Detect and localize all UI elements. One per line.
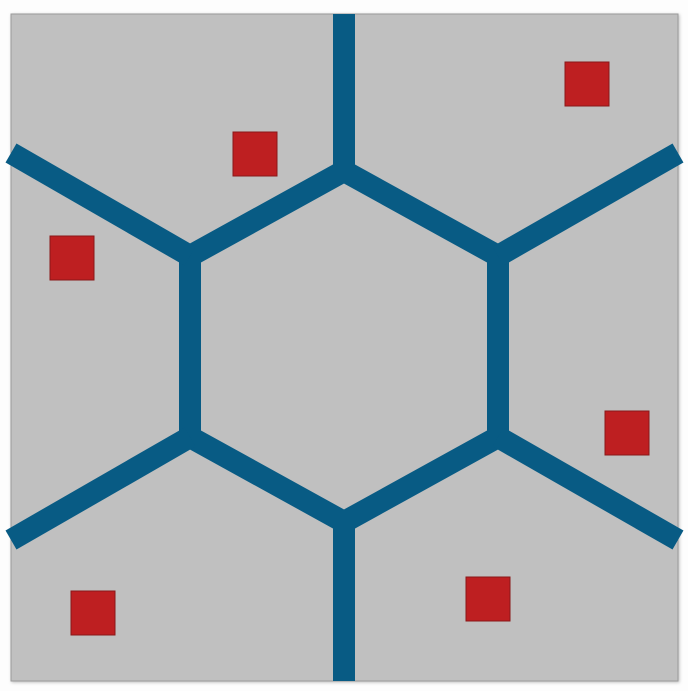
wall-upper-left (5, 143, 196, 266)
marker-top-left (232, 131, 278, 177)
wall-lower-right (492, 427, 684, 550)
wall-upper-right (492, 143, 684, 266)
marker-bottom-right (465, 576, 511, 622)
wall-lower-left (5, 427, 196, 550)
marker-bottom-left (70, 590, 116, 636)
marker-right (604, 410, 650, 456)
marker-top-right (564, 61, 610, 107)
wall-group (5, 14, 684, 681)
marker-left (49, 235, 95, 281)
marker-group (49, 61, 650, 636)
